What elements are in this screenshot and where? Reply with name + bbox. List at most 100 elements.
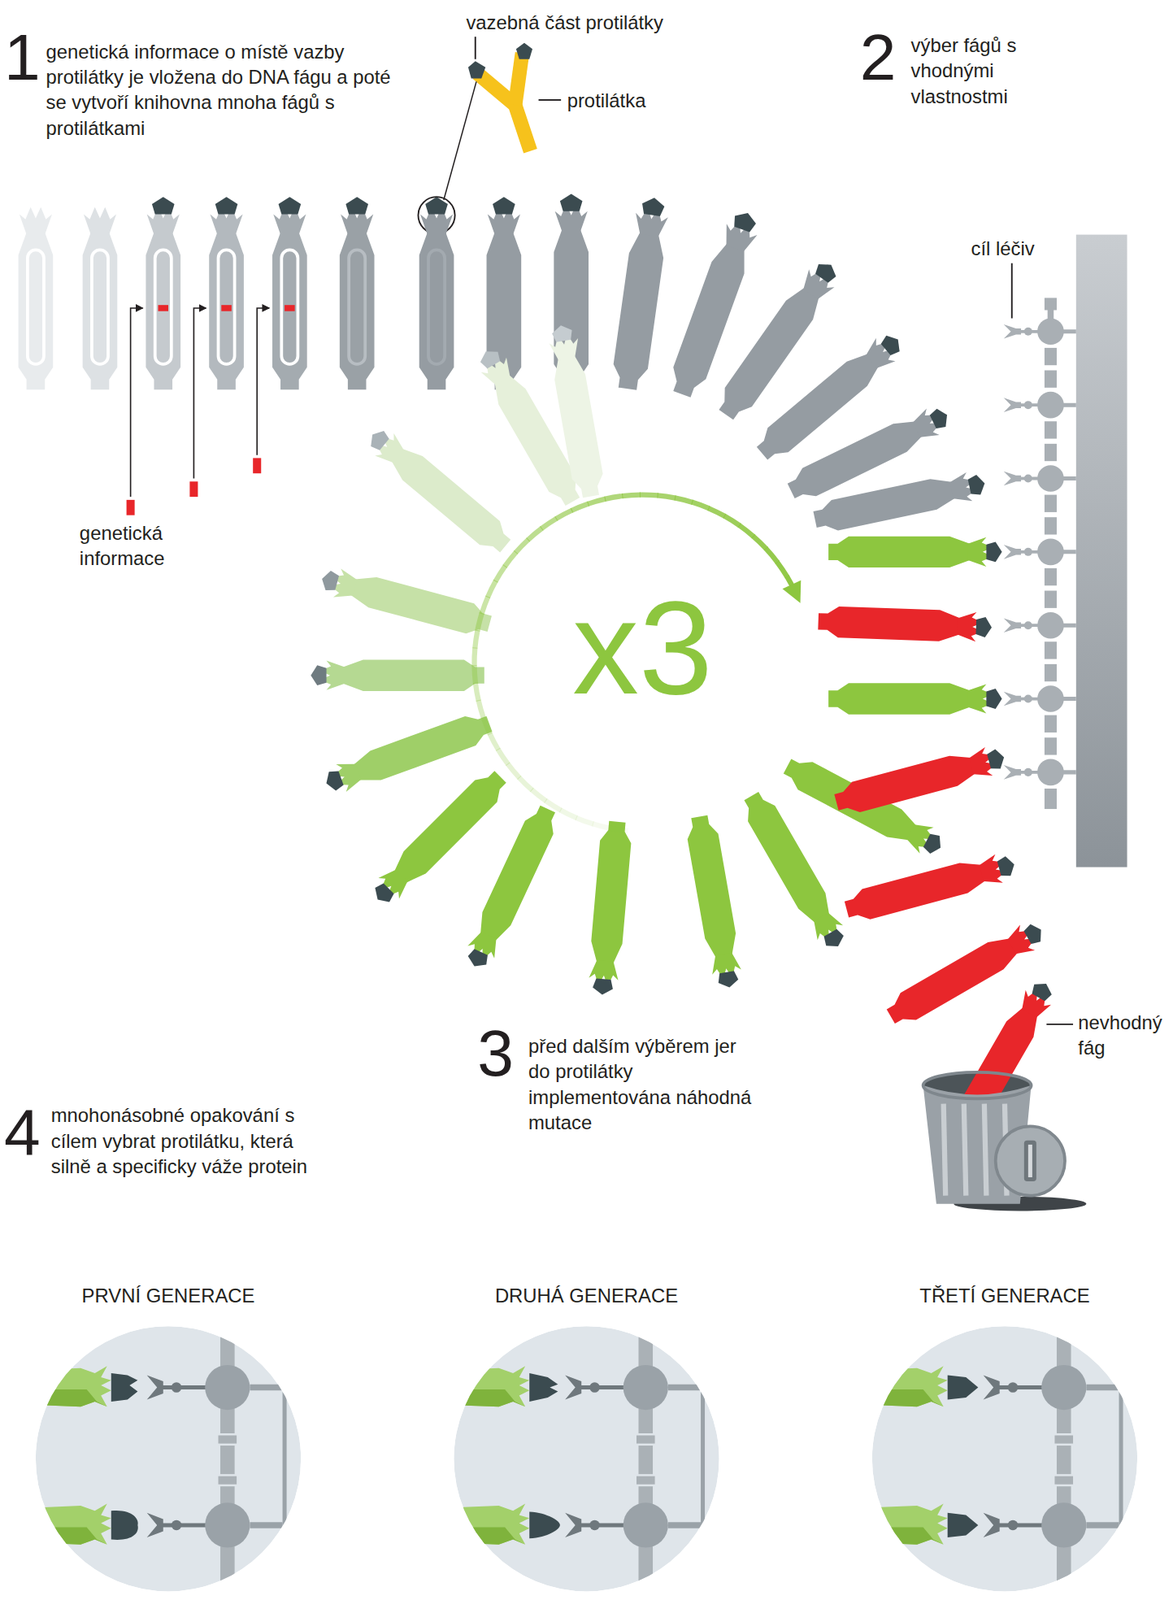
antibody-binding-part — [878, 331, 904, 358]
cycle-arc — [738, 525, 754, 537]
illustration-part — [1024, 473, 1033, 483]
illustration-part — [443, 81, 477, 200]
illustration-part — [872, 1325, 1138, 1591]
illustration-part — [516, 43, 533, 60]
illustration-part — [589, 1381, 600, 1393]
antibody-binding-part — [1029, 978, 1056, 1003]
antibody-binding-part — [921, 831, 946, 857]
illustration-part — [218, 1435, 238, 1444]
illustration-part — [700, 1316, 705, 1600]
cycle-arc — [708, 508, 725, 517]
illustration-part — [538, 99, 562, 101]
cycle-arc — [765, 547, 778, 562]
phage-dna — [27, 249, 44, 365]
illustration-part — [998, 1522, 1046, 1527]
illustration-part — [668, 1521, 701, 1529]
leader-line — [1011, 263, 1013, 319]
illustration-part — [468, 60, 486, 79]
cycle-arc — [545, 800, 561, 811]
illustration-part — [636, 1476, 656, 1485]
phage-body — [272, 232, 308, 390]
phage-body — [18, 232, 54, 390]
generation-inset — [30, 1316, 302, 1600]
illustration-part — [1024, 1140, 1037, 1182]
illustration-part — [1028, 1144, 1033, 1178]
illustration-part — [30, 1526, 108, 1544]
antibody-binding-part — [464, 947, 491, 971]
phage-dna — [218, 249, 235, 365]
callout-label: protilátka — [567, 87, 680, 113]
illustration-part — [1024, 621, 1033, 630]
illustration-part — [249, 1521, 283, 1529]
gene-marker — [189, 481, 198, 497]
phage-hand — [30, 1503, 112, 1545]
cycle-arc — [495, 565, 505, 582]
phage-body — [812, 474, 957, 535]
receptor — [1003, 617, 1021, 633]
phage-layer — [18, 193, 1050, 1030]
antibody-binding-part — [591, 977, 613, 995]
phage-hand — [867, 1365, 948, 1407]
illustration-part — [448, 1364, 701, 1410]
illustration-part — [1051, 1473, 1077, 1486]
step-text: genetická informace o místě vazby protil… — [45, 39, 398, 141]
antibody-binding-part — [529, 1511, 561, 1539]
phage-body — [145, 232, 181, 390]
cycle-arc — [477, 612, 483, 631]
phage-body — [389, 765, 512, 888]
phage-dna — [155, 249, 172, 365]
illustration-part — [1037, 759, 1065, 787]
antibody-binding-part — [716, 970, 740, 990]
phage — [832, 742, 1008, 817]
phage-body — [386, 443, 516, 558]
gene-marker — [126, 499, 135, 516]
illustration-part — [867, 1389, 944, 1407]
phage — [545, 322, 607, 500]
illustration-part — [1044, 369, 1057, 387]
cycle-arc — [504, 551, 517, 567]
phage — [812, 468, 989, 535]
illustration-part — [1037, 612, 1065, 639]
cycle-arc — [482, 716, 490, 735]
illustration-part — [1044, 715, 1057, 733]
step-number: 3 — [477, 1020, 518, 1086]
antibody-binding-part — [967, 473, 987, 496]
phage — [610, 195, 672, 391]
antibody-binding-part — [986, 541, 1002, 562]
cycle-arc — [674, 497, 693, 503]
illustration-part — [162, 1385, 210, 1390]
illustration-part — [1041, 1502, 1087, 1547]
generation-inset — [867, 1316, 1139, 1600]
phage — [310, 659, 484, 691]
illustration-part — [35, 1325, 301, 1591]
phage — [683, 813, 745, 991]
illustration-part — [623, 1364, 669, 1410]
antibody-binding-part — [477, 346, 503, 370]
cycle-arc — [515, 538, 529, 552]
cycle-arc — [473, 664, 476, 684]
illustration-part — [1044, 495, 1057, 513]
antibody-binding-part — [996, 854, 1017, 878]
step-text: před dalším výběrem jer do protilátky im… — [528, 1033, 758, 1135]
gene-insert — [157, 304, 169, 312]
phage-body — [589, 820, 633, 965]
generation-heading: PRVNÍ GENERACE — [25, 1283, 311, 1309]
gene-insert — [221, 304, 232, 312]
generation-heading: DRUHÁ GENERACE — [443, 1283, 730, 1309]
illustration-part — [623, 1502, 669, 1547]
antibody-binding-part — [365, 426, 391, 452]
phage-hand — [448, 1503, 530, 1545]
phage — [817, 605, 993, 643]
illustration-part — [1024, 547, 1033, 557]
phage — [366, 765, 512, 911]
receptor — [1003, 691, 1021, 707]
phage-body — [842, 857, 988, 925]
antibody-binding-part — [492, 196, 516, 214]
cycle-arrow — [473, 495, 809, 831]
antibody-binding-part — [947, 1374, 979, 1399]
illustration-part — [995, 1125, 1065, 1195]
phage-fingers — [83, 207, 117, 235]
illustration-part — [867, 1364, 1120, 1410]
phage-hand — [448, 1365, 530, 1407]
